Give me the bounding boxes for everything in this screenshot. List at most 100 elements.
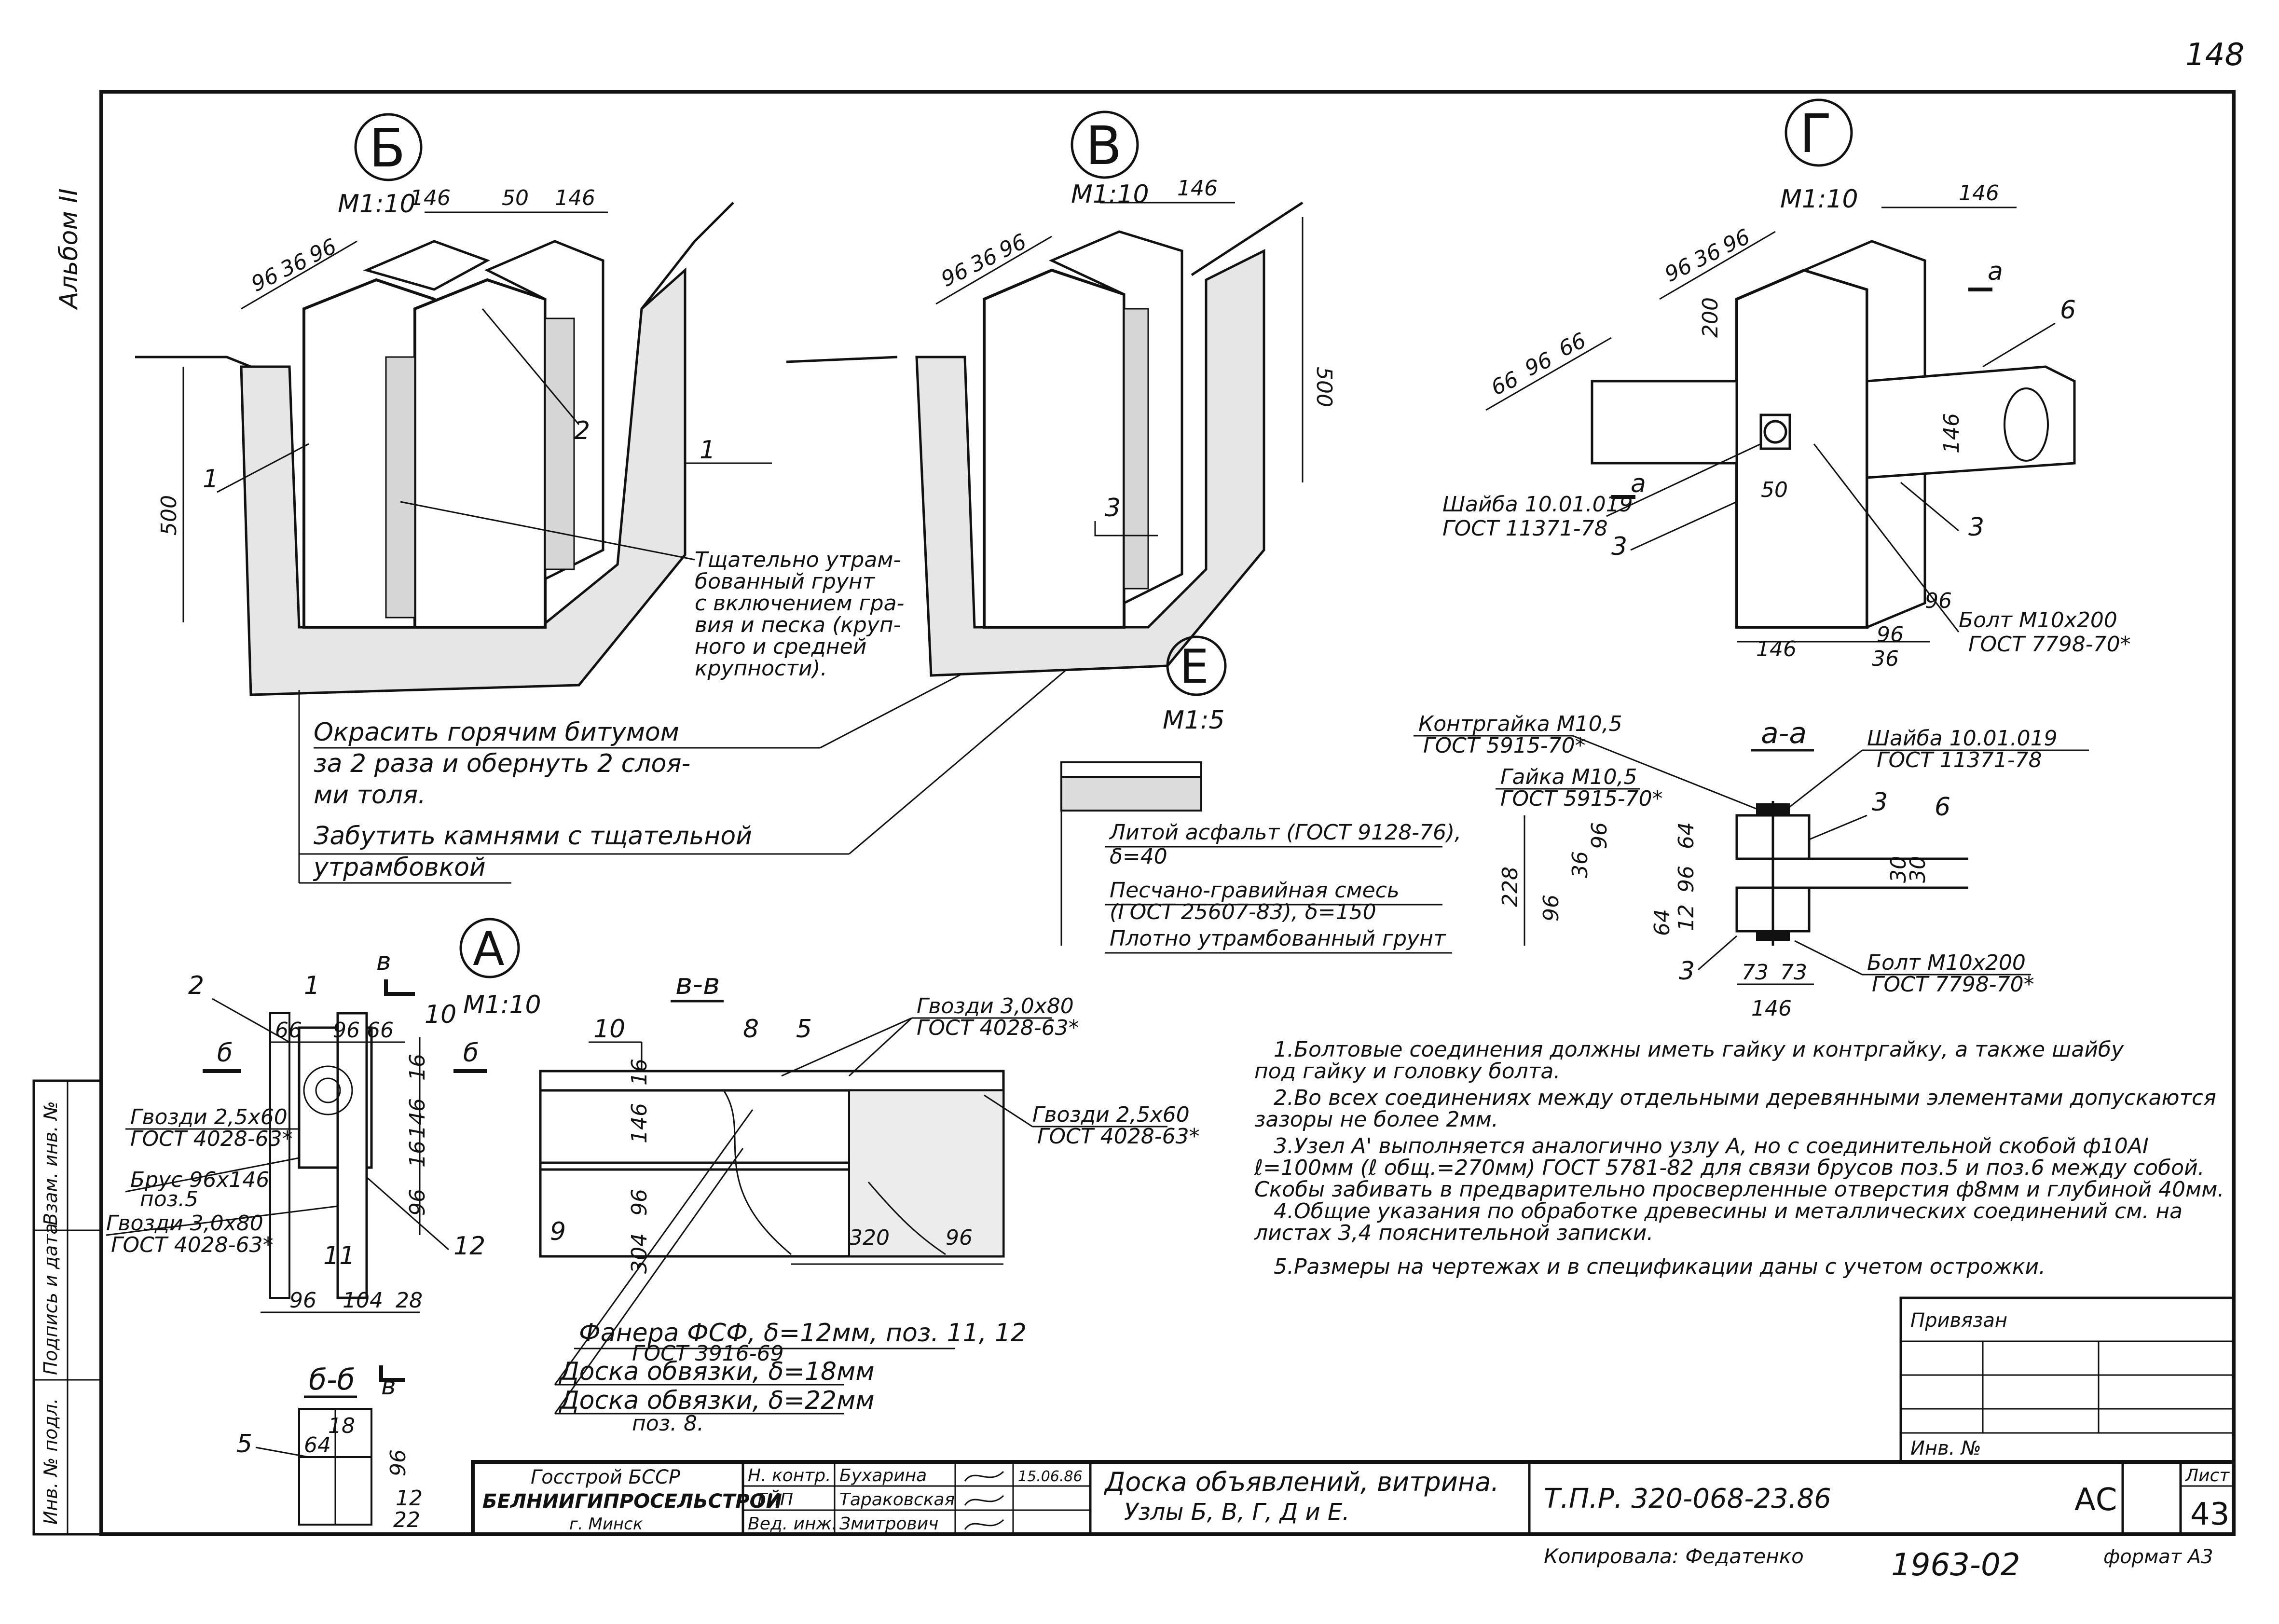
svg-text:18: 18	[328, 1414, 355, 1438]
svg-text:В: В	[1085, 115, 1122, 177]
node-b: Б М1:10 146 50 146 96 36 96 500 1 1 2	[135, 113, 772, 696]
svg-text:146: 146	[410, 186, 451, 210]
side-stamp-inv: Инв. № подл.	[40, 1398, 61, 1525]
section-bb: б-б в 5 64 18 96 12 22	[236, 1363, 423, 1532]
svg-text:146: 146	[1756, 637, 1797, 661]
svg-text:3: 3	[1105, 494, 1121, 523]
svg-text:73: 73	[1780, 960, 1807, 985]
svg-text:96: 96	[1587, 822, 1612, 849]
inv-label: Инв. №	[1910, 1437, 1981, 1459]
svg-text:146: 146	[1177, 176, 1218, 201]
svg-text:146: 146	[405, 1098, 430, 1139]
node-b-bubble	[354, 113, 423, 181]
svg-text:ГОСТ 7798-70*: ГОСТ 7798-70*	[1872, 972, 2034, 997]
node-e: Е М1:5 Литой асфальт (ГОСТ 9128-76), δ=4…	[1060, 635, 1461, 954]
svg-text:66: 66	[275, 1018, 302, 1043]
svg-text:Брус 96х146: Брус 96х146	[130, 1168, 269, 1192]
svg-text:66: 66	[367, 1018, 394, 1043]
svg-text:36: 36	[1568, 851, 1593, 878]
svg-text:16: 16	[405, 1141, 430, 1168]
svg-text:10: 10	[593, 1015, 625, 1044]
node-b-post-right	[413, 278, 547, 629]
svg-text:б-б: б-б	[309, 1363, 355, 1397]
svg-text:Доска объявлений, витрина.: Доска объявлений, витрина.	[1104, 1467, 1499, 1497]
svg-text:66: 66	[1555, 328, 1590, 362]
svg-text:200: 200	[1698, 297, 1723, 338]
side-stamp-replace: Взам. инв. №	[40, 1101, 61, 1225]
svg-text:М1:10: М1:10	[1780, 185, 1858, 214]
svg-text:16: 16	[405, 1054, 430, 1081]
svg-text:вия и песка (круп-: вия и песка (круп-	[695, 613, 901, 637]
svg-text:3: 3	[1679, 957, 1695, 986]
svg-text:поз.5: поз.5	[140, 1187, 198, 1211]
svg-text:δ=40: δ=40	[1110, 844, 1167, 869]
svg-text:22: 22	[393, 1508, 420, 1532]
node-b-scale: М1:10	[338, 190, 416, 219]
svg-text:Гвозди 2,5х60: Гвозди 2,5х60	[1032, 1102, 1190, 1127]
svg-text:12: 12	[453, 1232, 485, 1261]
svg-text:Шайба 10.01.019: Шайба 10.01.019	[1442, 492, 1633, 517]
svg-text:96: 96	[627, 1189, 652, 1216]
svg-text:73: 73	[1742, 960, 1769, 985]
svg-text:2.Во всех соединениях между от: 2.Во всех соединениях между отдельными д…	[1274, 1086, 2216, 1110]
svg-text:ГОСТ 11371-78: ГОСТ 11371-78	[1877, 748, 2042, 772]
node-v: В М1:10 146 96 36 96 500 3	[786, 110, 1336, 677]
svg-text:1: 1	[700, 436, 715, 465]
svg-text:4.Общие указания по обработке: 4.Общие указания по обработке древесины …	[1274, 1199, 2183, 1224]
svg-text:6: 6	[1935, 793, 1950, 822]
node-g: Г М1:10 146 96 36 96 66 96 66 200 146 50…	[1442, 98, 2131, 671]
svg-text:ГОСТ 5915-70*: ГОСТ 5915-70*	[1423, 733, 1586, 758]
svg-text:146: 146	[555, 186, 595, 210]
svg-text:Госстрой БССР: Госстрой БССР	[531, 1466, 681, 1488]
svg-text:146: 146	[1959, 181, 1999, 206]
svg-text:под гайку и головку болта.: под гайку и головку болта.	[1254, 1059, 1560, 1084]
svg-text:50: 50	[502, 186, 529, 210]
svg-text:6: 6	[2060, 296, 2076, 325]
svg-text:9: 9	[550, 1217, 566, 1246]
svg-text:30: 30	[1886, 856, 1911, 883]
svg-text:а: а	[1988, 257, 2003, 286]
svg-text:ГОСТ 4028-63*: ГОСТ 4028-63*	[1037, 1124, 1200, 1149]
svg-text:Плотно утрамбованный грунт: Плотно утрамбованный грунт	[1110, 926, 1446, 951]
sheet-number: 43	[2190, 1497, 2229, 1532]
svg-text:ГИП: ГИП	[757, 1490, 793, 1510]
svg-text:ГОСТ 7798-70*: ГОСТ 7798-70*	[1968, 632, 2131, 657]
side-stamp: Инв. № подл. Подпись и дата Взам. инв. №	[32, 1079, 103, 1536]
svg-text:Н. контр.: Н. контр.	[748, 1466, 831, 1486]
svg-text:г. Минск: г. Минск	[569, 1514, 643, 1534]
svg-text:15.06.86: 15.06.86	[1018, 1468, 1083, 1485]
section-vv: в-в 10 8 5 9 16 146 96 304 320 96 Гвозди…	[539, 967, 1200, 1436]
node-b-post-back-left	[363, 240, 491, 291]
svg-text:Гайка М10,5: Гайка М10,5	[1500, 765, 1637, 789]
svg-text:за 2 раза и обернуть 2 слоя-: за 2 раза и обернуть 2 слоя-	[314, 749, 690, 778]
svg-text:1.Болтовые соединения должны и: 1.Болтовые соединения должны иметь гайку…	[1274, 1037, 2124, 1062]
svg-text:2: 2	[188, 971, 204, 1000]
svg-text:228: 228	[1498, 867, 1523, 907]
svg-text:Доска обвязки, δ=18мм: Доска обвязки, δ=18мм	[559, 1357, 875, 1386]
svg-text:16: 16	[627, 1059, 652, 1086]
svg-text:Контргайка М10,5: Контргайка М10,5	[1418, 712, 1622, 736]
svg-text:Узлы Б, В, Г, Д и Е.: Узлы Б, В, Г, Д и Е.	[1124, 1499, 1350, 1526]
svg-text:Тщательно утрам-: Тщательно утрам-	[695, 548, 901, 572]
section-aa: а-а 228 36 96 96 64 96 64 12 30 30 73 73…	[1414, 712, 2089, 1021]
svg-text:Вед. инж.: Вед. инж.	[748, 1514, 837, 1534]
svg-text:крупности).: крупности).	[695, 656, 827, 681]
svg-text:96: 96	[946, 1225, 973, 1250]
svg-text:96: 96	[405, 1189, 430, 1216]
svg-text:Гвозди 2,5х60: Гвозди 2,5х60	[130, 1105, 288, 1129]
svg-text:64: 64	[1650, 909, 1675, 936]
copied-by: Копировала: Федатенко	[1544, 1544, 1804, 1568]
svg-text:ГОСТ 4028-63*: ГОСТ 4028-63*	[917, 1016, 1079, 1040]
svg-text:Забутить камнями с тщательной: Забутить камнями с тщательной	[314, 822, 752, 851]
svg-text:поз. 8.: поз. 8.	[632, 1411, 704, 1436]
title-block: Привязан Инв. № Госстрой БССР БЕЛНИИГИПР…	[471, 1296, 2236, 1536]
project-code: Т.П.Р. 320-068-23.86	[1544, 1483, 1831, 1514]
svg-text:ного и средней: ного и средней	[695, 634, 866, 659]
svg-text:М1:10: М1:10	[1071, 180, 1149, 209]
svg-text:64: 64	[304, 1433, 331, 1458]
svg-text:3: 3	[1611, 532, 1627, 561]
attached-label: Привязан	[1910, 1309, 2007, 1332]
svg-text:1: 1	[203, 465, 219, 494]
svg-text:Скобы забивать в предварительн: Скобы забивать в предварительно просверл…	[1254, 1177, 2224, 1202]
